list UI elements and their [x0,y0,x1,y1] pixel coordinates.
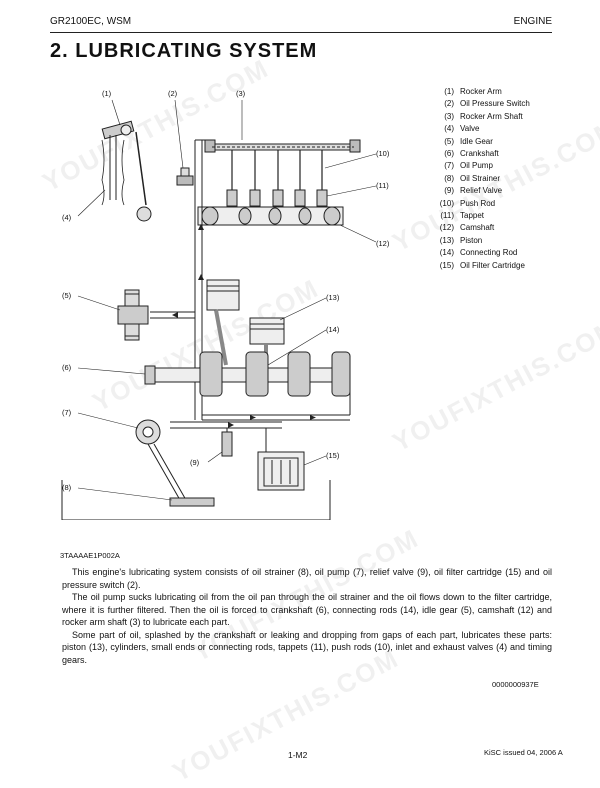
oil-gallery [150,139,351,452]
legend-number: (3) [444,111,454,121]
oil-pump [135,419,161,445]
oil-filter-cartridge [257,451,305,491]
legend-number: (8) [444,173,454,183]
page-header: GR2100EC, WSM ENGINE [50,12,552,33]
crankshaft [144,351,351,397]
legend-number: (6) [444,149,454,159]
tappets [226,189,328,207]
legend-number: (7) [444,161,454,171]
camshaft [197,206,344,226]
parts-legend: (1) Rocker Arm (2) Oil Pressure Switch (3) Ro… [432,86,530,272]
legend-number: (10) [439,198,454,208]
legend-label: Tappet [460,211,485,221]
callout-6: (6) [62,363,72,372]
callout-15: (15) [326,451,340,460]
diagram-svg: (1) (2) (3) (4) (10) (11) (12) (5) (13) … [61,89,390,521]
legend-label: Relief Valve [460,186,503,196]
legend-number: (9) [444,186,454,196]
callout-14: (14) [326,325,340,334]
oil-strainer [169,497,215,507]
push-rods [231,150,323,198]
model-label: GR2100EC, WSM [50,16,132,27]
legend-label: Rocker Arm Shaft [460,111,523,121]
flow-arrows [172,224,316,428]
legend-label: Oil Strainer [460,173,501,183]
issue-info: KiSC issued 04, 2006 A [484,748,563,757]
callout-4: (4) [62,213,72,222]
paragraph: The oil pump sucks lubricating oil from … [62,592,552,627]
callout-8: (8) [62,483,72,492]
legend-item: (10) Push Rod [432,198,530,210]
legend-item: (2) Oil Pressure Switch [432,98,530,110]
legend-item: (5) Idle Gear [432,136,530,148]
idle-gear [117,289,149,341]
legend-label: Oil Pressure Switch [460,99,530,109]
legend-label: Crankshaft [460,149,499,159]
callout-13: (13) [326,293,340,302]
legend-item: (6) Crankshaft [432,148,530,160]
page-number: 1-M2 [288,750,308,760]
callout-11: (11) [376,181,389,190]
lubrication-diagram: (1) (2) (3) (4) (10) (11) (12) (5) (13) … [50,80,400,521]
legend-number: (4) [444,124,454,134]
callout-12: (12) [376,239,390,248]
callout-9: (9) [190,458,200,467]
callout-2: (2) [168,89,178,98]
callout-1: (1) [102,89,112,98]
legend-item: (11) Tappet [432,210,530,222]
legend-item: (3) Rocker Arm Shaft [432,111,530,123]
legend-label: Push Rod [460,198,496,208]
callouts: (1) (2) (3) (4) (10) (11) (12) (5) (13) … [62,89,390,501]
legend-label: Connecting Rod [460,248,518,258]
legend-item: (14) Connecting Rod [432,247,530,259]
legend-label: Camshaft [460,223,495,233]
rocker-arm-shaft [204,139,361,153]
legend-number: (14) [439,248,454,258]
legend-label: Valve [460,124,480,134]
callout-5: (5) [62,291,72,300]
oil-pressure-switch [176,167,194,186]
watermark: YOUFIXTHIS.COM [387,312,600,458]
legend-number: (1) [444,87,454,96]
callout-10: (10) [376,149,390,158]
figure-code: 3TAAAAE1P002A [60,551,120,560]
legend-number: (5) [444,136,454,146]
legend-item: (4) Valve [432,123,530,135]
callout-7: (7) [62,408,72,417]
legend-number: (12) [439,223,454,233]
legend-item: (12) Camshaft [432,222,530,234]
document-code: 0000000937E [492,680,539,689]
legend-item: (7) Oil Pump [432,160,530,172]
legend-item: (9) Relief Valve [432,185,530,197]
callout-3: (3) [236,89,246,98]
legend-number: (11) [440,211,454,221]
legend-label: Rocker Arm [460,87,502,96]
description-text: This engine's lubricating system consist… [62,566,552,666]
legend-label: Idle Gear [460,136,493,146]
relief-valve [221,428,233,457]
paragraph: This engine's lubricating system consist… [62,567,552,590]
legend-item: (13) Piston [432,235,530,247]
paragraph: Some part of oil, splashed by the cranks… [62,629,552,665]
legend-number: (2) [444,99,454,109]
legend-label: Oil Pump [460,161,493,171]
page-title: 2. LUBRICATING SYSTEM [50,40,318,62]
rocker-arm-valve [101,120,152,222]
legend-number: (13) [439,235,454,245]
legend-item: (15) Oil Filter Cartridge [432,260,530,272]
legend-item: (1) Rocker Arm [432,86,530,98]
section-label: ENGINE [513,16,552,27]
legend-number: (15) [439,260,454,270]
legend-label: Oil Filter Cartridge [460,260,525,270]
legend-label: Piston [460,235,483,245]
legend-item: (8) Oil Strainer [432,173,530,185]
